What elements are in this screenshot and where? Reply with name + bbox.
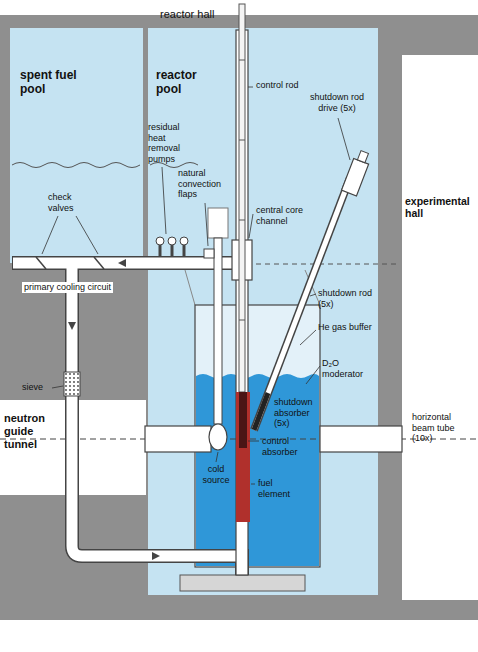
part-label: horizontal beam tube (10x) (412, 412, 472, 444)
part-label: primary cooling circuit (22, 282, 113, 293)
part-label: fuel element (258, 478, 306, 499)
part-label: shutdown absorber (5x) (274, 397, 318, 429)
part-label: shutdown rod drive (5x) (300, 92, 374, 113)
part-label: cold source (197, 464, 235, 485)
region-label: experimental hall (405, 195, 473, 220)
region-label: reactor hall (160, 8, 250, 21)
part-label: central core channel (256, 205, 306, 226)
part-label: residual heat removal pumps (148, 122, 196, 164)
part-label: sieve (22, 382, 52, 393)
region-label: reactor pool (156, 68, 218, 96)
part-label: natural convection flaps (178, 168, 234, 200)
part-label: D₂O moderator (322, 358, 374, 379)
region-label: spent fuel pool (20, 68, 84, 96)
part-label: control absorber (262, 436, 314, 457)
part-label: check valves (48, 192, 88, 213)
part-label: He gas buffer (318, 322, 374, 333)
part-label: shutdown rod (5x) (318, 288, 374, 309)
part-label: control rod (256, 80, 316, 91)
region-label: neutron guide tunnel (4, 412, 60, 451)
